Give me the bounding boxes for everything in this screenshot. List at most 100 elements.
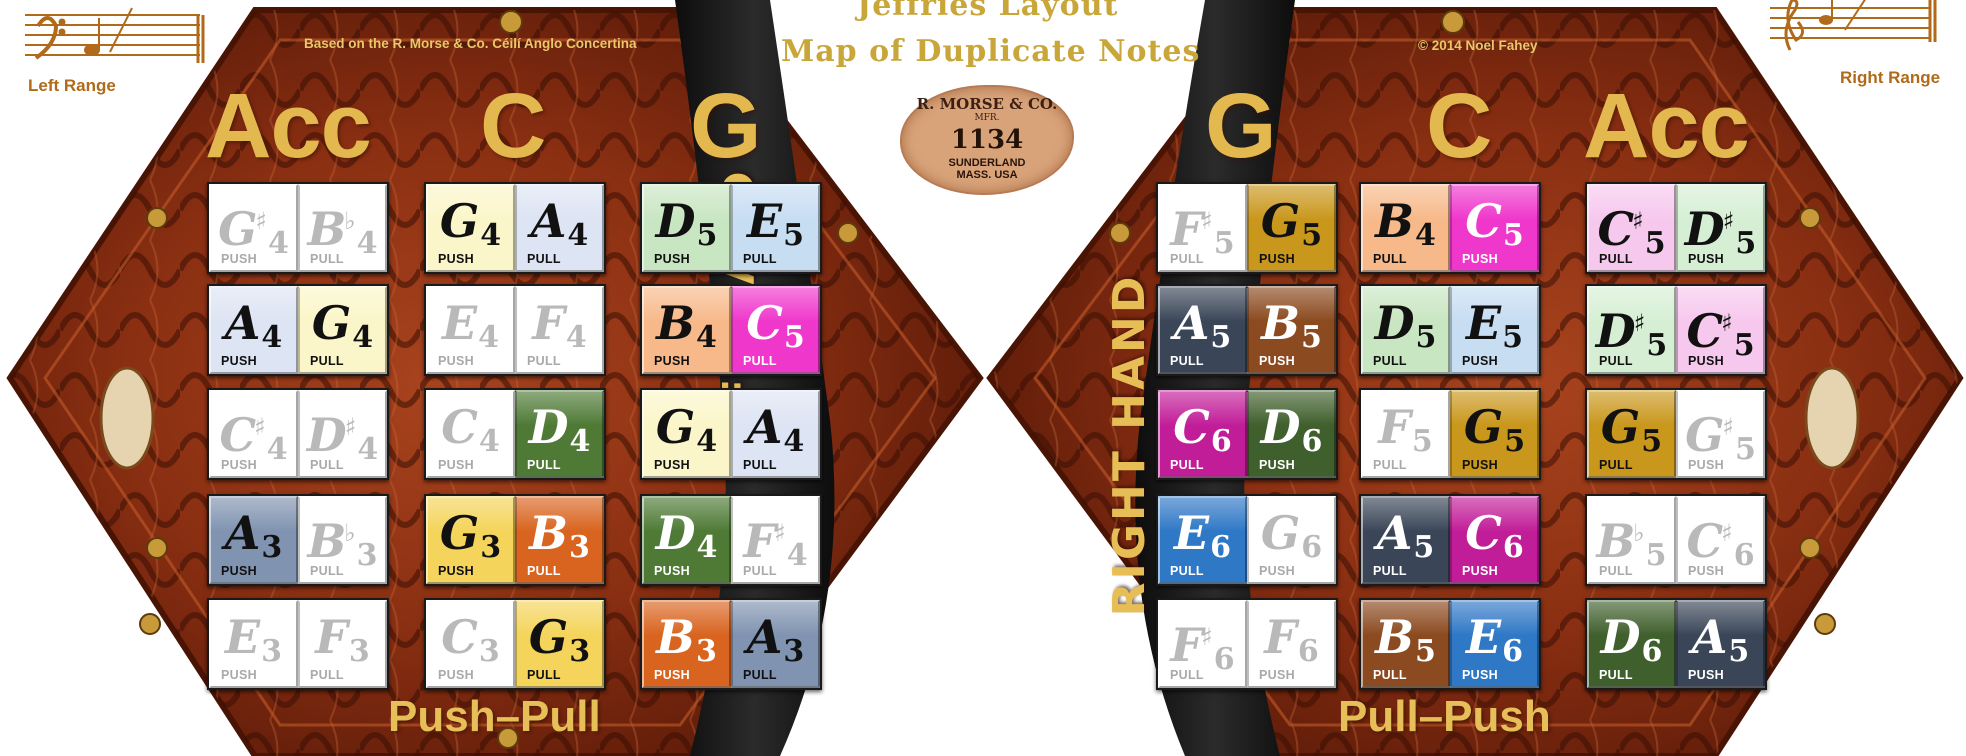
note-name: G4 [300,296,385,365]
note-letter: B [307,514,347,568]
right-range-label: Right Range [1840,68,1941,87]
note-letter: A [746,610,783,664]
note-letter: G [218,202,258,256]
octave-number: 3 [478,634,500,669]
note-name: A3 [211,506,296,575]
note-letter: C [1173,400,1210,454]
accidental-sign: ♯ [254,412,266,441]
bellows-direction-label: PUSH [438,668,474,682]
bellows-direction-label: PUSH [654,668,690,682]
note-letter: F [1264,610,1297,664]
octave-number: 6 [1301,530,1323,565]
bellows-direction-label: PULL [527,252,561,266]
octave-number: 5 [1728,634,1750,669]
note-letter: C [746,296,783,350]
accidental-sign: ♯ [255,206,268,235]
bellows-direction-label: PUSH [1462,564,1498,578]
note-name: C♯4 [211,400,296,476]
note-name: D4 [517,400,602,469]
accidental-sign: ♯ [1201,622,1213,651]
octave-number: 5 [1504,424,1526,459]
note-name: D6 [1249,400,1334,469]
octave-number: 5 [1415,320,1437,355]
bellows-direction-label: PUSH [1688,252,1724,266]
note-letter: E [747,194,783,248]
note-letter: D [528,400,569,454]
octave-number: 5 [1213,226,1235,261]
note-letter: G [528,610,569,664]
note-name: C5 [733,296,818,365]
bellows-direction-label: PUSH [438,252,474,266]
note-name: D6 [1589,610,1674,679]
octave-number: 5 [1413,530,1435,565]
right-header-c: C [1426,75,1492,177]
note-letter: A [1173,296,1210,350]
note-name: D5 [644,194,729,263]
note-name: F♯6 [1160,610,1245,686]
note-name: B5 [1249,296,1334,365]
note-letter: D [1595,304,1636,358]
note-name: A4 [517,194,602,263]
bellows-direction-label: PUSH [1688,668,1724,682]
bellows-direction-label: PUSH [1259,252,1295,266]
octave-number: 6 [1502,634,1523,669]
bellows-direction-label: PULL [1373,668,1407,682]
octave-number: 5 [1502,320,1523,355]
bellows-direction-label: PULL [743,668,777,682]
note-letter: G [439,194,480,248]
octave-number: 5 [1502,218,1524,253]
bellows-direction-label: PULL [1599,564,1633,578]
octave-number: 4 [357,432,379,467]
credit-left: Based on the R. Morse & Co. Céilí Anglo … [304,36,637,51]
bellows-direction-label: PUSH [221,354,257,368]
octave-number: 4 [696,530,718,565]
note-name: A5 [1678,610,1763,679]
octave-number: 3 [569,530,590,565]
title-line-2: Map of Duplicate Notes [781,34,1201,69]
note-name: C4 [428,400,513,469]
octave-number: 4 [261,320,283,355]
octave-number: 5 [1411,424,1433,459]
octave-number: 4 [783,424,805,459]
note-name: G4 [644,400,729,469]
note-name: C6 [1160,400,1245,469]
octave-number: 6 [1210,424,1232,459]
octave-number: 6 [1213,642,1235,677]
bellows-direction-label: PUSH [1259,564,1295,578]
note-letter: D [1684,202,1725,256]
octave-number: 4 [696,320,717,355]
bellows-direction-label: PUSH [438,354,474,368]
octave-number: 6 [1301,424,1323,459]
bellows-direction-label: PULL [1170,354,1204,368]
note-name: F♯5 [1160,194,1245,270]
octave-number: 6 [1502,530,1524,565]
note-letter: B [1375,610,1414,664]
note-name: B3 [517,506,602,575]
bellows-direction-label: PULL [743,458,777,472]
note-name: B4 [1363,194,1448,263]
note-letter: C [1465,506,1502,560]
note-letter: E [1466,610,1502,664]
left-header-c: C [480,75,546,177]
